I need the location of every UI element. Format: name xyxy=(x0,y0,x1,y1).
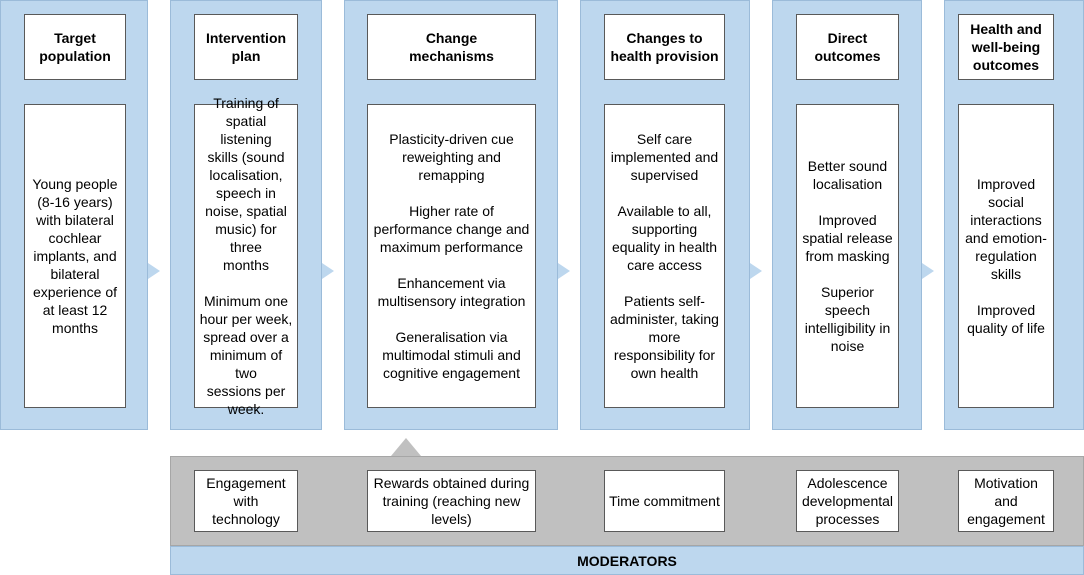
body-changes-health-provision: Self care implemented and supervised Ava… xyxy=(604,104,725,408)
header-intervention-plan: Intervention plan xyxy=(194,14,298,80)
moderator-engagement-technology: Engagement with technology xyxy=(194,470,298,532)
moderator-adolescence: Adolescence developmental processes xyxy=(796,470,899,532)
body-intervention-plan: Training of spatial listening skills (so… xyxy=(194,95,298,417)
body-change-mechanisms: Plasticity-driven cue reweighting and re… xyxy=(367,104,536,408)
arrow-right-4 xyxy=(750,263,762,279)
header-health-wellbeing-outcomes: Health and well-being outcomes xyxy=(958,14,1054,80)
body-target-population: Young people (8-16 years) with bilateral… xyxy=(24,104,126,408)
header-change-mechanisms: Change mechanisms xyxy=(367,14,536,80)
moderator-rewards: Rewards obtained during training (reachi… xyxy=(367,470,536,532)
moderator-time-commitment: Time commitment xyxy=(604,470,725,532)
moderators-label: MODERATORS xyxy=(170,546,1084,575)
header-direct-outcomes: Direct outcomes xyxy=(796,14,899,80)
moderator-up-arrow xyxy=(391,438,421,456)
arrow-right-2 xyxy=(322,263,334,279)
header-target-population: Target population xyxy=(24,14,126,80)
header-changes-health-provision: Changes to health provision xyxy=(604,14,725,80)
arrow-right-3 xyxy=(558,263,570,279)
arrow-right-1 xyxy=(148,263,160,279)
moderator-motivation: Motivation and engagement xyxy=(958,470,1054,532)
body-direct-outcomes: Better sound localisation Improved spati… xyxy=(796,104,899,408)
arrow-right-5 xyxy=(922,263,934,279)
body-health-wellbeing-outcomes: Improved social interactions and emotion… xyxy=(958,104,1054,408)
